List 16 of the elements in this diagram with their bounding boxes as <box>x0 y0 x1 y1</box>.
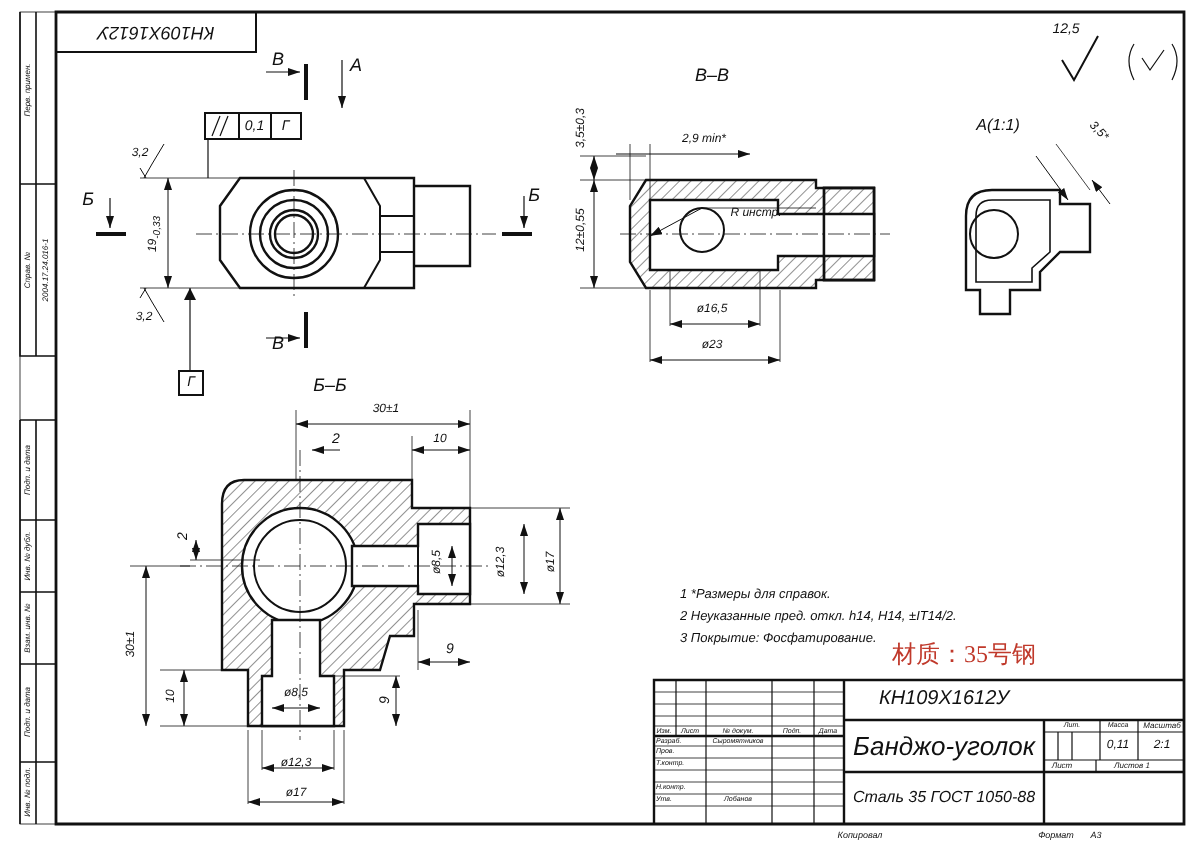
leader-line <box>184 287 196 371</box>
leader-line <box>207 139 209 179</box>
material-note: 材质：35号钢 <box>892 642 1036 666</box>
title-block-text: Банджо-уголок <box>853 733 1035 759</box>
section-letter: Б <box>82 191 94 209</box>
view-title: Б–Б <box>313 377 347 395</box>
title-block-text: Сталь 35 ГОСТ 1050-88 <box>852 790 1036 806</box>
section-letter: Б <box>528 187 540 205</box>
stamp-text: КН109Х1612У <box>97 23 215 41</box>
view-title: В–В <box>695 67 729 85</box>
view-title: А(1:1) <box>976 118 1020 134</box>
section-letter: В <box>272 51 284 69</box>
view-letter: А <box>350 57 362 75</box>
title-block-text: КН109Х1612У <box>878 690 1010 710</box>
section-letter: В <box>272 335 284 353</box>
tolerance-frame <box>204 112 302 140</box>
